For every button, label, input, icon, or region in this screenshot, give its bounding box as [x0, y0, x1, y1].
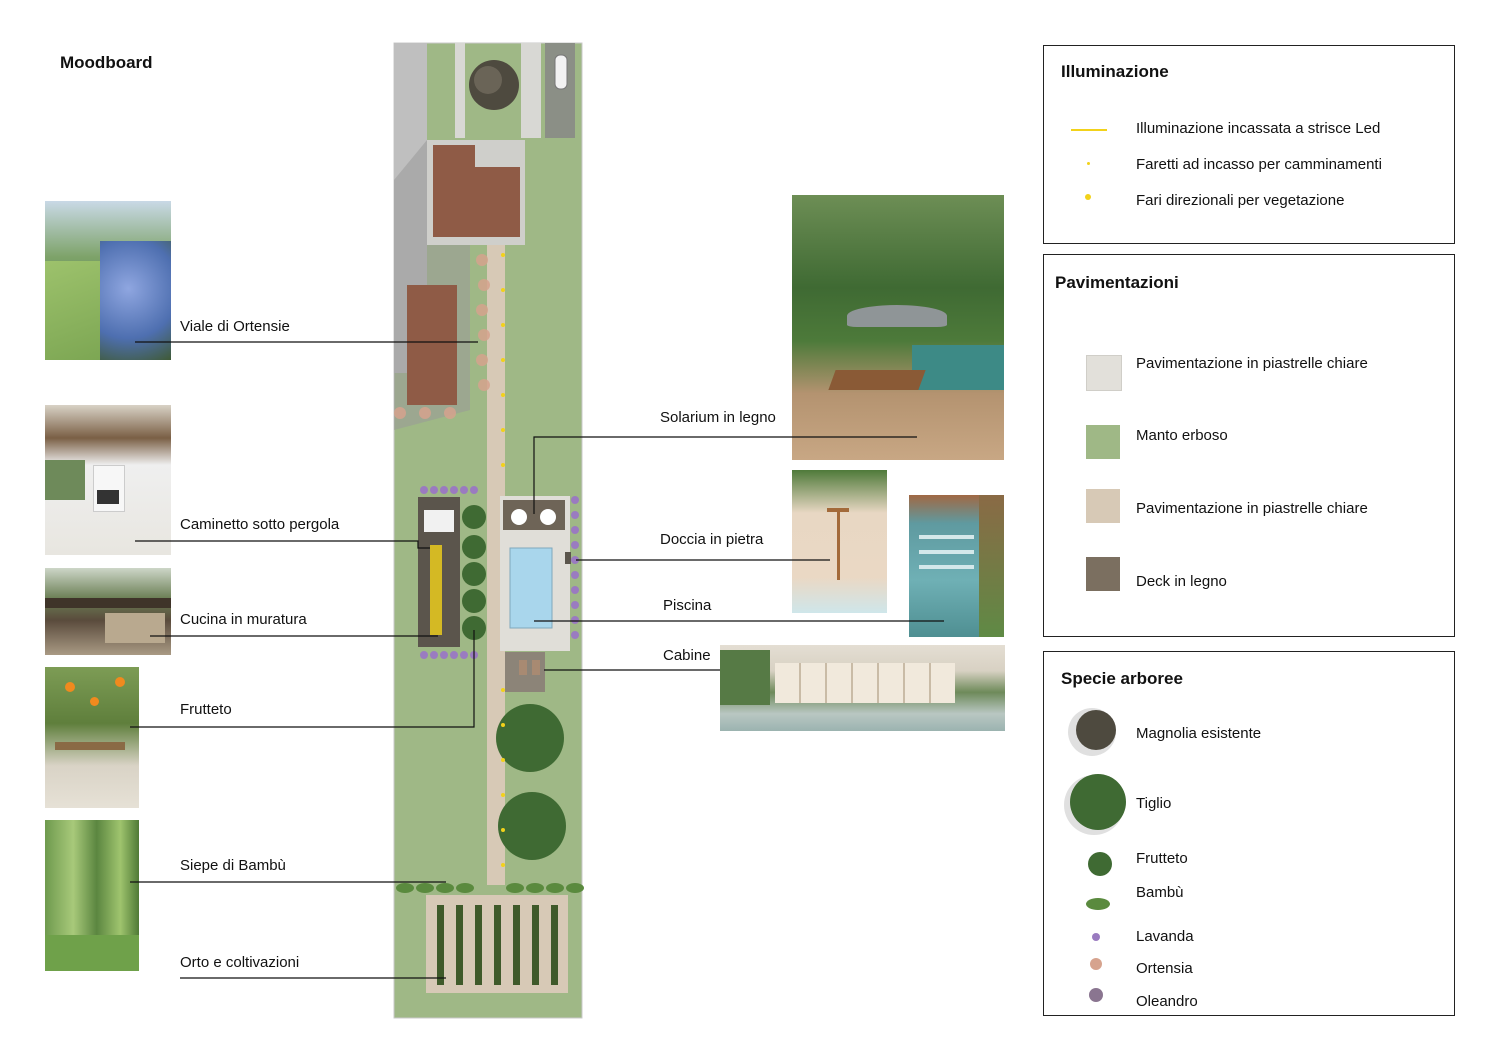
callout-cucina: Cucina in muratura: [180, 611, 307, 628]
lime-tree-2: [498, 792, 566, 860]
legend-led-label: Illuminazione incassata a strisce Led: [1136, 120, 1381, 137]
photo-doccia: [792, 470, 887, 613]
photo-cucina: [45, 568, 171, 655]
parasol-left: [511, 509, 527, 525]
parasol-right: [540, 509, 556, 525]
callout-caminetto: Caminetto sotto pergola: [180, 516, 340, 533]
lime-tree-1: [496, 704, 564, 772]
callout-piscina: Piscina: [663, 597, 712, 614]
legend-tiglio-label: Tiglio: [1136, 795, 1172, 812]
legend-ortensia-label: Ortensia: [1136, 960, 1193, 977]
callout-lines-left: [130, 341, 478, 979]
house-roof-a: [433, 145, 475, 237]
swatch-manto-erboso: [1086, 425, 1120, 459]
callout-cabine: Cabine: [663, 647, 711, 664]
photo-frutteto: [45, 667, 139, 808]
legend-oleandro-label: Oleandro: [1136, 993, 1198, 1010]
callout-lines-right: [533, 436, 944, 671]
kitchen-led: [430, 545, 442, 635]
legend-pav-3-label: Pavimentazione in piastrelle chiare: [1136, 500, 1368, 517]
spotlight-small-icon: [1087, 162, 1090, 165]
led-strip-icon: [1071, 129, 1107, 131]
legend-pavimentazioni-title: Pavimentazioni: [1055, 273, 1179, 292]
magnolia-icon: [1068, 708, 1116, 756]
legend-pav-4-label: Deck in legno: [1136, 573, 1227, 590]
legend-bambu-label: Bambù: [1136, 884, 1184, 901]
callout-orto: Orto e coltivazioni: [180, 954, 300, 971]
frutteto-icon: [1088, 852, 1112, 876]
species-icons: [1064, 708, 1126, 1002]
photo-cabine: [720, 645, 1005, 731]
house-roof-b: [475, 167, 520, 237]
callout-ortensie: Viale di Ortensie: [180, 318, 290, 335]
path-lights: [501, 253, 505, 867]
photo-solarium: [792, 195, 1004, 460]
photo-piscina: [909, 495, 1004, 637]
cabin-a: [519, 660, 527, 675]
callout-frutteto: Frutteto: [180, 701, 232, 718]
swatch-deck-legno: [1086, 557, 1120, 591]
dining-table: [424, 510, 454, 532]
swatch-piastrelle-chiare-1: [1086, 355, 1122, 391]
spotlight-large-icon: [1085, 194, 1091, 200]
ortensia-icon: [1090, 958, 1102, 970]
magnolia-highlight: [474, 66, 502, 94]
vegetable-rows: [437, 905, 558, 985]
bambu-icon: [1086, 898, 1110, 910]
legend-lavanda-label: Lavanda: [1136, 928, 1194, 945]
bamboo-hedge: [396, 883, 584, 893]
callout-solarium: Solarium in legno: [660, 409, 776, 426]
hydrangea-row: [394, 254, 490, 419]
photo-ortensie: [45, 201, 171, 360]
pool-water: [509, 547, 553, 629]
legend-illuminazione: Illuminazione Illuminazione incassata a …: [1043, 45, 1455, 244]
driveway-strip-left: [455, 43, 465, 138]
legend-illuminazione-title: Illuminazione: [1061, 62, 1169, 81]
tiglio-icon: [1064, 774, 1126, 835]
legend-pav-2-label: Manto erboso: [1136, 427, 1228, 444]
legend-specie: Specie arboree Magnolia esistente Tiglio…: [1043, 651, 1455, 1016]
oleandro-icon: [1089, 988, 1103, 1002]
legend-faretti-label: Faretti ad incasso per camminamenti: [1136, 156, 1382, 173]
photo-caminetto: [45, 405, 171, 555]
legend-magnolia-label: Magnolia esistente: [1136, 725, 1262, 742]
legend-pavimentazioni: Pavimentazioni Pavimentazione in piastre…: [1043, 254, 1455, 637]
legend-pav-1-label: Pavimentazione in piastrelle chiare: [1136, 355, 1368, 372]
callout-bambu: Siepe di Bambù: [180, 857, 286, 874]
shower-deck: [565, 552, 571, 564]
annex-roof: [407, 285, 457, 405]
callout-doccia: Doccia in pietra: [660, 531, 764, 548]
legend-fari-label: Fari direzionali per vegetazione: [1136, 192, 1345, 209]
lavanda-icon: [1092, 933, 1100, 941]
photo-bambu: [45, 820, 139, 971]
fruit-tree-row: [462, 505, 486, 640]
cabin-b: [532, 660, 540, 675]
driveway-strip-right: [521, 43, 541, 138]
legend-specie-title: Specie arboree: [1061, 669, 1183, 688]
moodboard-title: Moodboard: [60, 53, 153, 72]
swatch-piastrelle-chiare-2: [1086, 489, 1120, 523]
car-icon: [554, 54, 568, 90]
legend-frutteto-label: Frutteto: [1136, 850, 1188, 867]
